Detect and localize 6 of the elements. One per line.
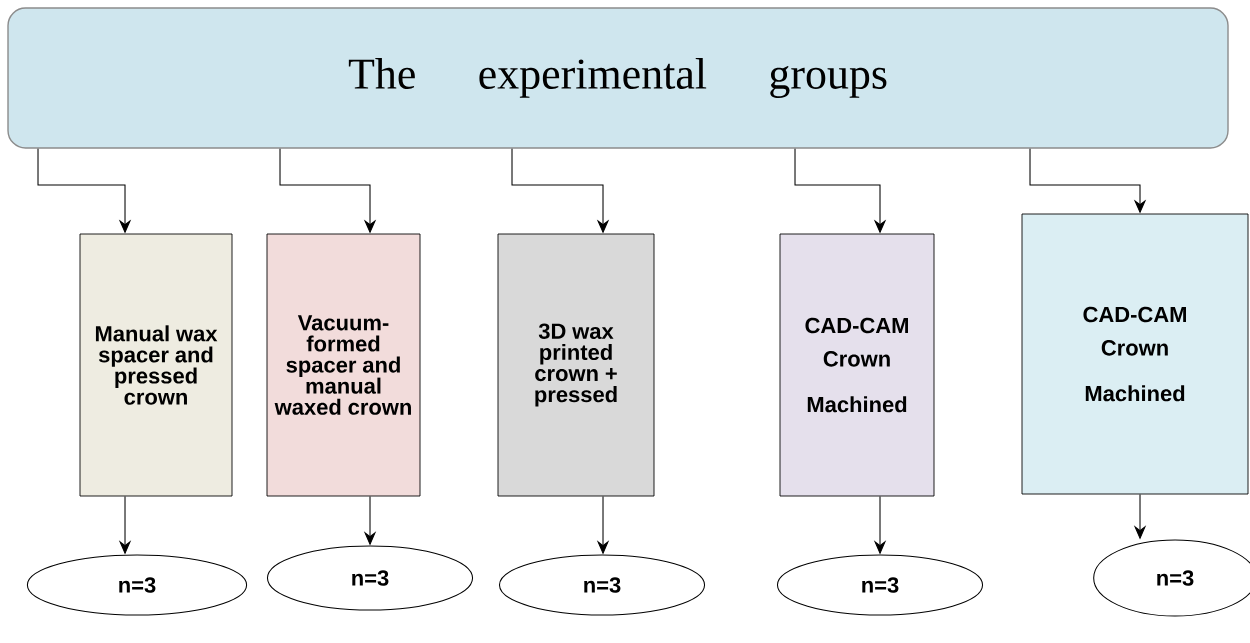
title-banner: The experimental groups bbox=[7, 7, 1229, 149]
process-box: Manual wax spacer and pressed crown bbox=[79, 233, 233, 497]
process-box: 3D wax printed crown + pressed bbox=[497, 233, 655, 497]
process-box: CAD-CAM Crown Machined bbox=[779, 233, 935, 497]
process-box: Vacuum-formed spacer and manual waxed crown bbox=[266, 233, 421, 497]
process-box: CAD-CAM Crown Machined bbox=[1021, 213, 1249, 495]
